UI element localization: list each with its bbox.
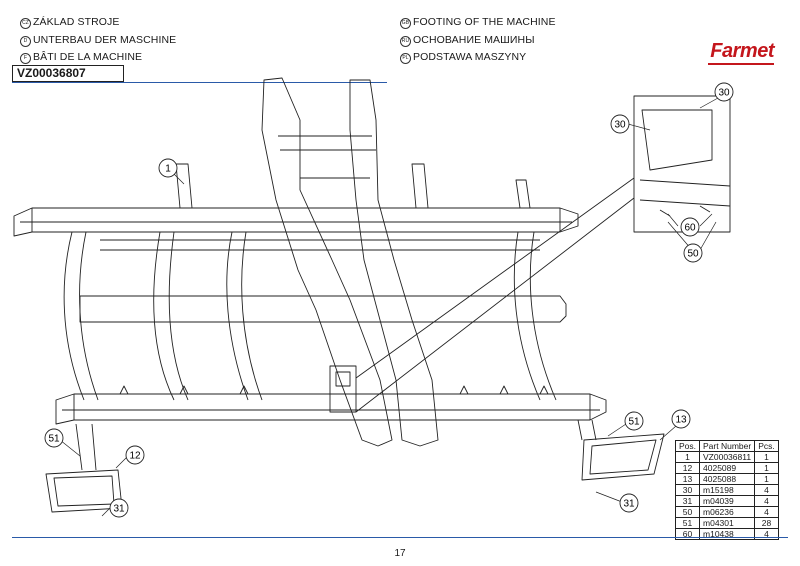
footer-rule: [12, 537, 788, 538]
svg-text:50: 50: [687, 249, 699, 260]
callout-31-right: 31: [619, 493, 639, 513]
col-pos: Pos.: [674, 440, 701, 452]
document-code: VZ00036807: [12, 65, 124, 82]
cell-pcs: 1: [754, 462, 779, 474]
farmet-logo: Farmet: [710, 40, 774, 62]
header-text: UNTERBAU DER MASCHINE: [33, 34, 177, 46]
callout-13: 13: [671, 409, 691, 429]
cell-pcs: 4: [754, 484, 779, 496]
header-text: PODSTAWA MASZYNY: [413, 51, 527, 63]
header-text: FOOTING OF THE MACHINE: [413, 16, 556, 28]
callout-60: 60: [680, 217, 700, 237]
callout-50: 50: [683, 243, 703, 263]
cell-part-number: m04039: [699, 495, 756, 507]
parts-table-header: Pos. Part Number Pcs.: [674, 440, 779, 452]
col-part-number: Part Number: [699, 440, 756, 452]
cell-part-number: m04301: [699, 517, 756, 529]
cell-pcs: 4: [754, 506, 779, 518]
lang-badge-icon: F: [20, 53, 31, 64]
svg-text:1: 1: [165, 164, 171, 175]
callout-12: 12: [125, 445, 145, 465]
cell-pcs: 28: [754, 517, 779, 529]
svg-text:30: 30: [614, 120, 626, 131]
svg-text:31: 31: [113, 504, 125, 515]
callout-51-right: 51: [624, 411, 644, 431]
callout-31-left: 31: [109, 498, 129, 518]
lang-badge-icon: PL: [400, 53, 411, 64]
callout-1: 1: [158, 158, 178, 178]
header-rule: [12, 82, 387, 83]
svg-text:30: 30: [718, 88, 730, 99]
header-text: ОСНОВАНИЕ МАШИНЫ: [413, 34, 535, 46]
callout-30-b: 30: [610, 114, 630, 134]
cell-part-number: 4025089: [699, 462, 756, 474]
cell-pcs: 4: [754, 495, 779, 507]
page-number: 17: [394, 548, 406, 559]
cell-pos: 51: [674, 517, 701, 529]
logo-underline: [708, 63, 774, 65]
cell-pcs: 1: [754, 473, 779, 485]
cell-pos: 31: [674, 495, 701, 507]
svg-text:60: 60: [684, 223, 696, 234]
lang-badge-icon: RU: [400, 36, 411, 47]
svg-text:13: 13: [675, 415, 687, 426]
cell-pos: 30: [674, 484, 701, 496]
lang-badge-icon: D: [20, 36, 31, 47]
header-text: BÂTI DE LA MACHINE: [33, 51, 143, 63]
cell-pcs: 1: [754, 451, 779, 463]
cell-pos: 1: [674, 451, 701, 463]
lang-badge-icon: CZ: [20, 18, 31, 29]
svg-text:51: 51: [628, 417, 640, 428]
svg-text:51: 51: [48, 434, 60, 445]
svg-text:31: 31: [623, 499, 635, 510]
callout-51-left: 51: [44, 428, 64, 448]
cell-pos: 12: [674, 462, 701, 474]
svg-text:12: 12: [129, 451, 141, 462]
cell-pos: 50: [674, 506, 701, 518]
cell-part-number: 4025088: [699, 473, 756, 485]
cell-pos: 13: [674, 473, 701, 485]
lang-badge-icon: GB: [400, 18, 411, 29]
cell-part-number: m06236: [699, 506, 756, 518]
cell-part-number: VZ00036811: [699, 451, 756, 463]
callout-30-a: 30: [714, 82, 734, 102]
header-text: ZÁKLAD STROJE: [33, 16, 120, 28]
col-pcs: Pcs.: [754, 440, 779, 452]
cell-part-number: m15198: [699, 484, 756, 496]
